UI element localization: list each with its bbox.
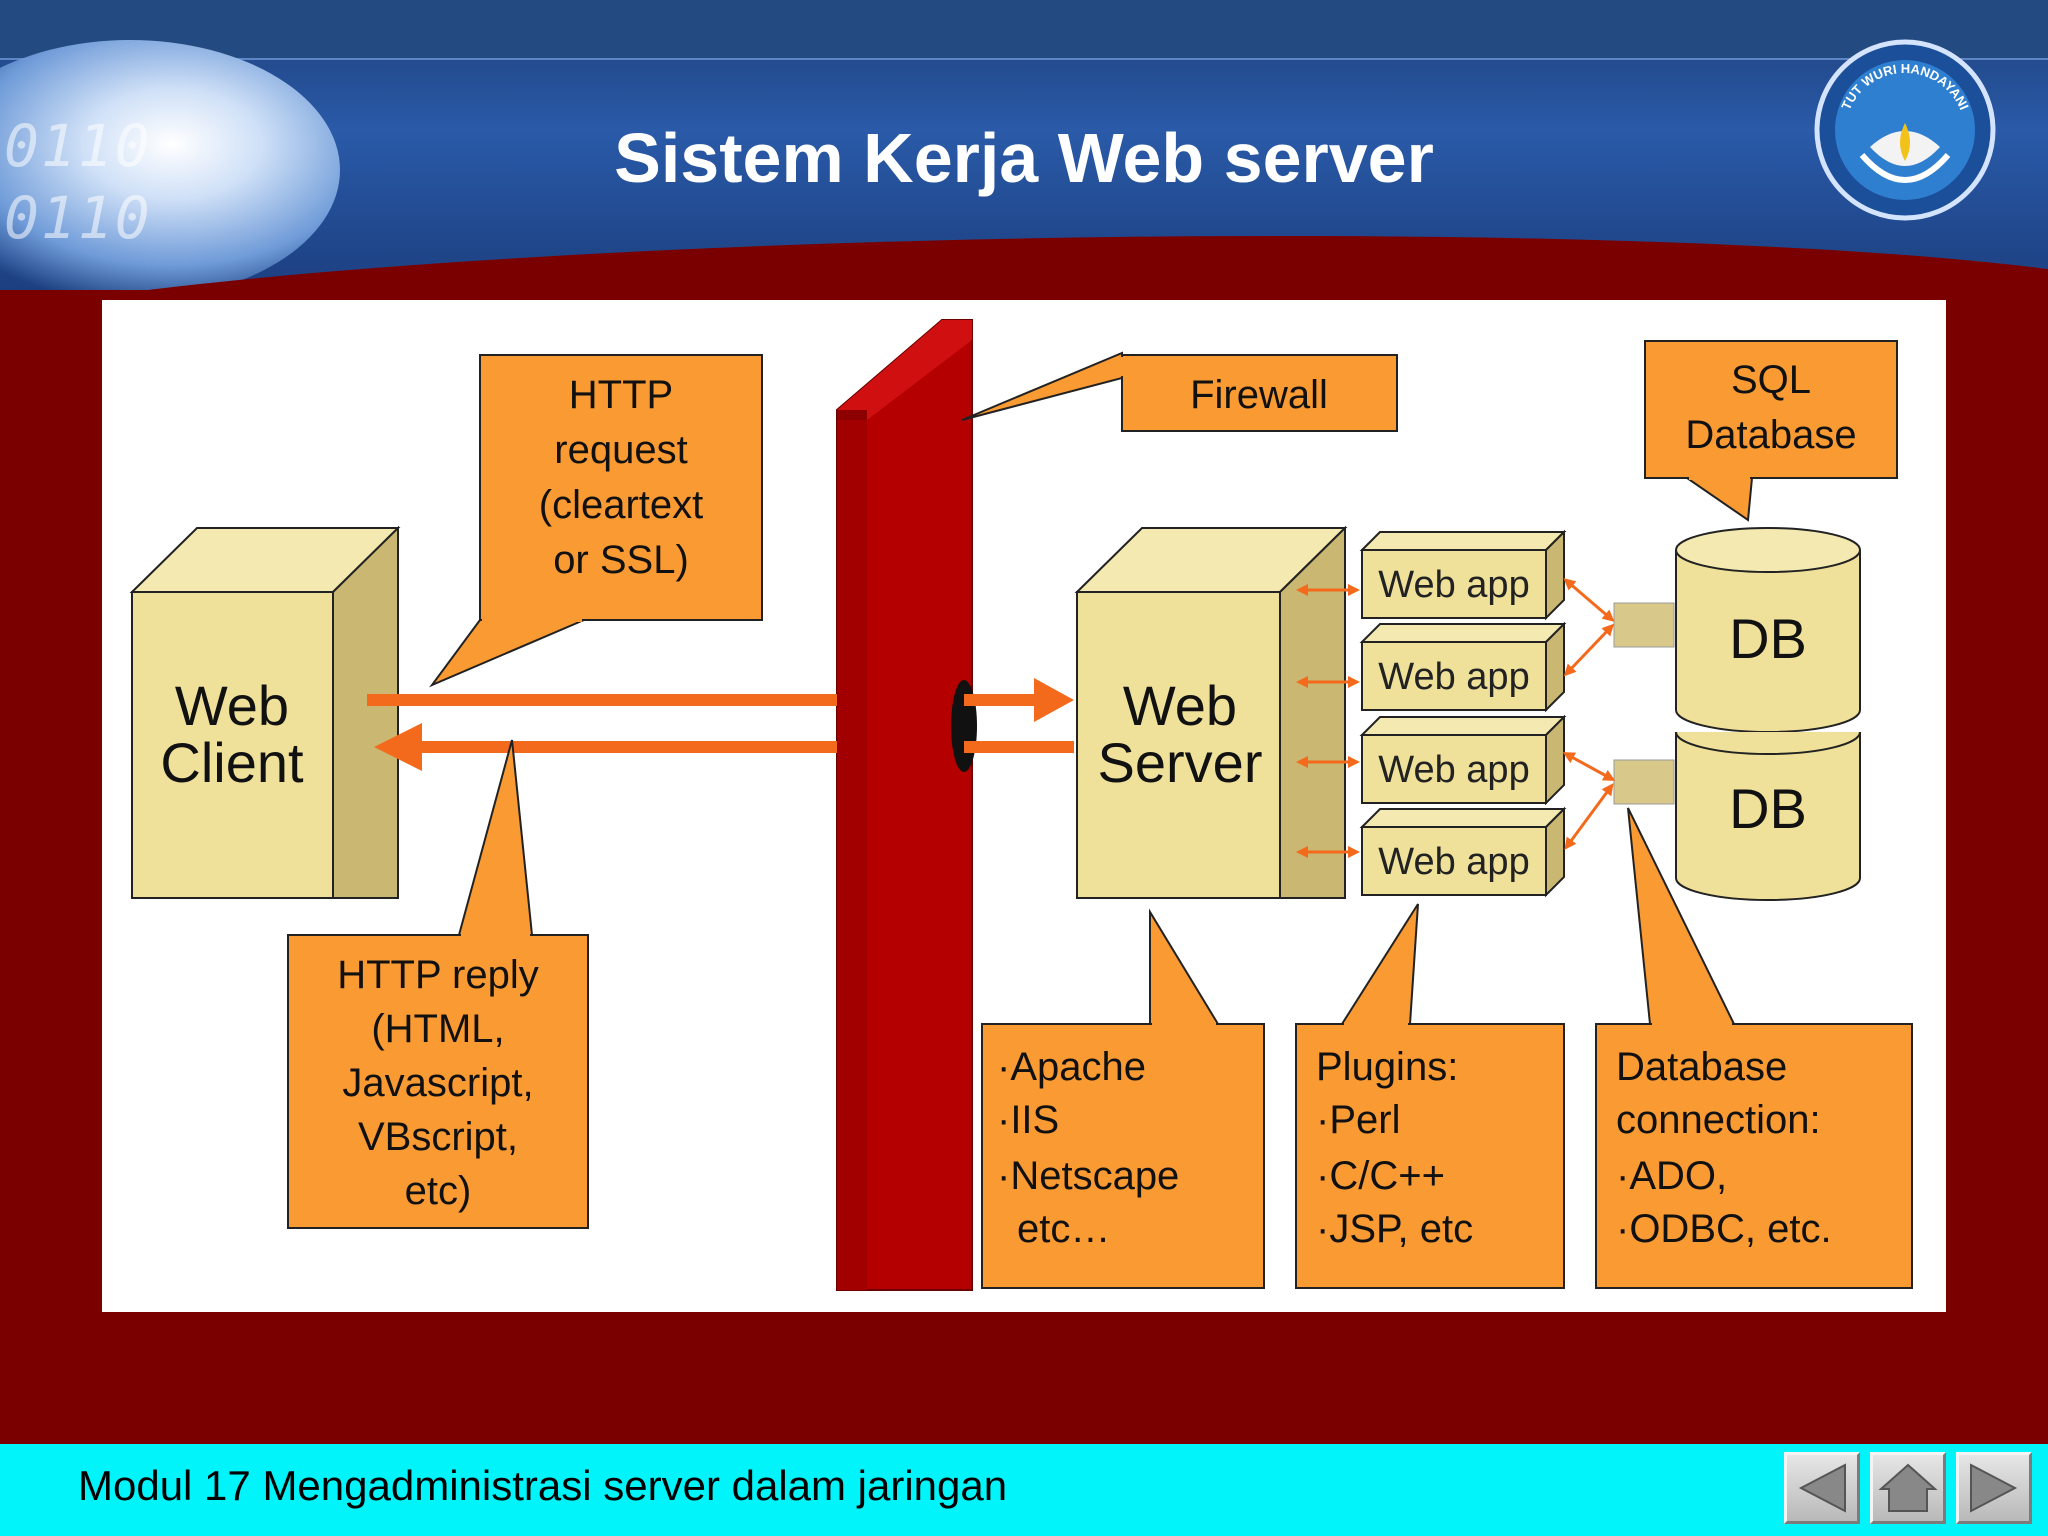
http-arrows [367,678,1074,771]
binary-line-2: 0110 [4,184,152,252]
sql-database-callout: SQL Database [1644,340,1898,522]
db-label: DB [1729,607,1807,670]
server-app-connectors [1296,584,1360,858]
servers-line-2: ·IIS [997,1098,1059,1142]
firewall-callout: Firewall [961,351,1398,432]
plugins-line-4: ·JSP, etc [1316,1207,1473,1251]
web-server-box: Web Server [1074,525,1348,899]
slide-title: Sistem Kerja Web server [614,119,1434,197]
http-request-callout: HTTP request (cleartext or SSL) [429,354,763,688]
servers-line-3: ·Netscape [997,1154,1179,1198]
http-reply-line-5: etc) [405,1169,472,1213]
web-server-label-2: Server [1098,731,1263,794]
servers-line-4: etc… [1017,1207,1110,1251]
firewall-label: Firewall [1190,373,1328,417]
http-request-line-2: request [554,428,687,472]
sql-database-line-2: Database [1685,413,1856,457]
web-server-label-1: Web [1123,674,1237,737]
web-app-box: Web app [1359,529,1567,621]
plugins-line-2: ·Perl [1316,1098,1400,1142]
slide-footer-bar [0,1444,2048,1536]
http-reply-line-2: (HTML, [371,1007,504,1051]
web-client-label-1: Web [175,674,289,737]
slide-header: 0110 0110 [0,0,2048,290]
plugins-callout: Plugins: ·Perl ·C/C++ ·JSP, etc [1295,903,1565,1289]
home-button[interactable] [1870,1452,1946,1524]
firewall-wall [836,319,977,1291]
db-cylinder: DB [1675,731,1861,901]
http-reply-line-4: VBscript, [358,1115,518,1159]
db-connection-line-2: connection: [1616,1098,1821,1142]
header-binary-decor: 0110 0110 [4,110,152,254]
web-app-label: Web app [1378,749,1529,791]
db-cylinder: DB [1675,527,1861,733]
http-reply-line-1: HTTP reply [337,953,539,997]
db-label: DB [1729,777,1807,840]
web-client-label-2: Client [160,731,304,794]
prev-slide-button[interactable] [1784,1452,1860,1524]
web-app-label: Web app [1378,656,1529,698]
web-server-diagram: Web Client Web Server Web app Web app [129,319,1913,1291]
tut-wuri-logo: TUT WURI HANDAYANI [1814,39,1996,221]
web-app-box: Web app [1359,806,1567,898]
servers-line-1: ·Apache [997,1045,1146,1089]
triangle-left-icon [1798,1463,1846,1513]
home-icon [1878,1463,1938,1512]
web-app-box: Web app [1359,621,1567,713]
header-glow [0,40,340,290]
db-pipes [1613,602,1675,805]
web-app-stack: Web app Web app Web app Web app [1359,529,1567,898]
db-connection-line-1: Database [1616,1045,1787,1089]
web-app-label: Web app [1378,841,1529,883]
db-connection-callout: Database connection: ·ADO, ·ODBC, etc. [1595,807,1913,1289]
web-servers-callout: ·Apache ·IIS ·Netscape etc… [981,908,1265,1289]
sql-database-line-1: SQL [1731,358,1811,402]
triangle-right-icon [1970,1463,2018,1513]
web-app-label: Web app [1378,564,1529,606]
http-request-line-1: HTTP [569,373,673,417]
header-top-bar [0,0,2048,60]
plugins-line-1: Plugins: [1316,1045,1458,1089]
web-app-box: Web app [1359,714,1567,806]
http-request-line-4: or SSL) [553,538,689,582]
db-connection-line-3: ·ADO, [1616,1154,1727,1198]
http-reply-line-3: Javascript, [342,1061,533,1105]
plugins-line-3: ·C/C++ [1316,1154,1445,1198]
footer-module-text: Modul 17 Mengadministrasi server dalam j… [78,1462,1008,1509]
db-connection-line-4: ·ODBC, etc. [1616,1207,1832,1251]
binary-line-1: 0110 [4,112,152,180]
http-request-line-3: (cleartext [539,483,704,527]
web-client-box: Web Client [129,525,401,899]
app-db-connectors [1562,578,1616,850]
next-slide-button[interactable] [1956,1452,2032,1524]
http-reply-callout: HTTP reply (HTML, Javascript, VBscript, … [287,739,589,1229]
